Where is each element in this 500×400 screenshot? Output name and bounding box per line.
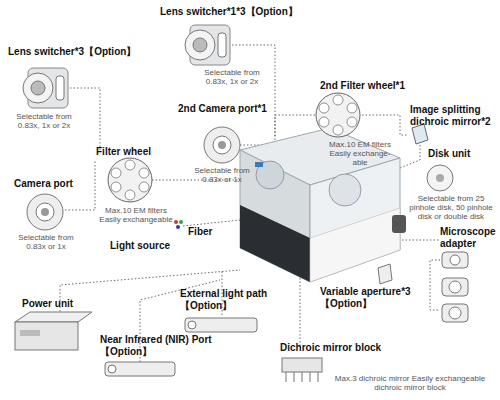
part-name: 2nd Camera port*1: [178, 103, 288, 115]
part-name: Light source: [110, 240, 190, 252]
part-name: External light path 【Option】: [180, 288, 290, 311]
dichroic-mirror: [412, 124, 428, 144]
part-name: Microscope adapter: [440, 226, 498, 249]
part-name: 2nd Filter wheel*1: [320, 80, 430, 92]
part-note: Max.10 EM filters Easily exchangeable: [96, 206, 176, 224]
part-note: Selectable from 25 pinhole disk, 50 pinh…: [405, 194, 497, 222]
part-name: Lens switcher*1*3【Option】: [160, 6, 320, 18]
external-light-path: [185, 318, 257, 332]
camera-port: [27, 194, 63, 230]
part-name: Lens switcher*3【Option】: [8, 46, 148, 58]
filter-wheel: [316, 93, 360, 137]
leader-lines: [60, 45, 440, 362]
part-name: Fiber: [188, 226, 228, 238]
part-note: Selectable from 0.83x or 1x: [192, 166, 252, 184]
part-note: Selectable from 0.83x, 1x or 2x: [12, 112, 76, 130]
part-name: Image splitting dichroic mirror*2: [410, 104, 500, 127]
part-name: Variable aperture*3 【Option】: [320, 286, 424, 309]
part-name: Power unit: [22, 298, 102, 310]
camera-port: [204, 127, 240, 163]
part-name: Disk unit: [428, 148, 498, 160]
variable-aperture: [378, 264, 392, 284]
lens-switcher: [23, 68, 68, 108]
part-name: Filter wheel: [96, 146, 176, 158]
part-note: Max.10 EM filters Easily exchange- able: [322, 140, 398, 168]
part-name: Near Infrared (NIR) Port 【Option】: [100, 334, 240, 357]
disk-unit: [427, 165, 453, 191]
filter-wheel: [108, 158, 152, 202]
part-name: Dichroic mirror block: [280, 342, 410, 354]
part-note: Selectable from 0.83x, 1x or 2x: [200, 68, 264, 86]
microscope-adapter: [442, 252, 468, 322]
nir-port: [105, 362, 175, 376]
part-note: Max.3 dichroic mirror Easily exchangeabl…: [325, 374, 495, 392]
part-note: Selectable from 0.83x or 1x: [14, 233, 78, 251]
dichroic-mirror-block: [282, 358, 322, 382]
part-name: Camera port: [14, 178, 94, 190]
scanner-unit: [240, 128, 406, 282]
lens-switcher: [185, 25, 230, 65]
power-unit: [15, 312, 92, 350]
